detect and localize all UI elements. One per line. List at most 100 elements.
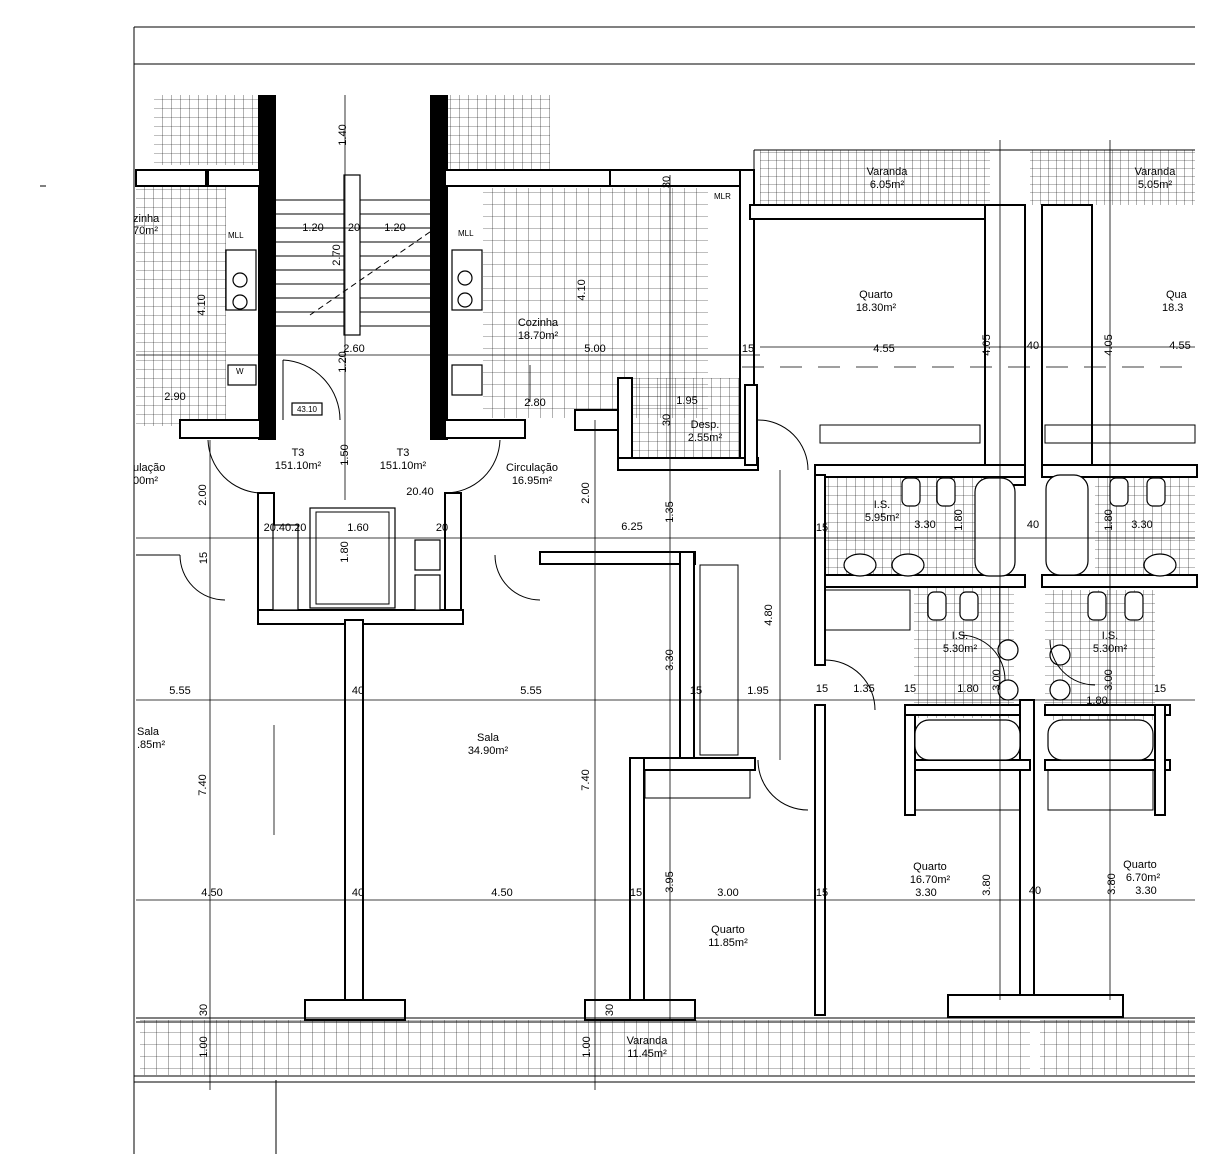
dim-label: 30 (198, 1004, 210, 1016)
dim-label: 3.30 (914, 519, 935, 531)
dim-label: 1.35 (853, 683, 874, 695)
dim-label: 5.00 (584, 343, 605, 355)
room-area-bedroom-small: 11.85m² (708, 937, 748, 949)
room-area-bedroom-top-2: 18.3 (1162, 302, 1183, 314)
room-name-circulation: Circulação (506, 462, 558, 474)
room-area-balcony-top-2: 5.05m² (1138, 179, 1173, 191)
dim-label: 4.10 (576, 279, 588, 300)
room-name-wc-3: I.S. (1102, 630, 1119, 642)
room-area-balcony-top-1: 6.05m² (870, 179, 905, 191)
room-name-t3-right: T3 (397, 447, 410, 459)
room-name-living: Sala (477, 732, 500, 744)
room-area-living: 34.90m² (468, 745, 509, 757)
room-name-wc-1: I.S. (874, 499, 891, 511)
dim-label: 15 (816, 683, 828, 695)
dim-label: 2.00 (580, 482, 592, 503)
dim-label: 1.00 (581, 1036, 593, 1057)
dim-label: 3.95 (664, 871, 676, 892)
dim-label: 4.55 (1169, 340, 1190, 352)
room-area-wc-1: 5.95m² (865, 512, 900, 524)
dim-label: 20.40 (406, 486, 434, 498)
fixtures (225, 249, 1196, 811)
dim-label: 40 (1027, 519, 1039, 531)
dim-label: 15 (630, 887, 642, 899)
room-name-balcony-top-1: Varanda (867, 166, 909, 178)
room-area-bedroom-right: 6.70m² (1126, 872, 1161, 884)
level-tag (291, 402, 323, 416)
dim-label: 40 (1027, 340, 1039, 352)
dim-label: 3.30 (915, 887, 936, 899)
room-name-bedroom-top-2: Qua (1166, 289, 1188, 301)
dim-label: 3.00 (991, 669, 1003, 690)
dim-label: 1.00 (198, 1036, 210, 1057)
dim-label: 30 (661, 176, 673, 188)
dim-label: 1.50 (339, 444, 351, 465)
dim-label: 1.95 (676, 395, 697, 407)
dimension-labels: 1.40 1.20 20 1.20 4.10 2.70 4.10 30 2.60… (164, 124, 1190, 1057)
room-name-bedroom-top-1: Quarto (859, 289, 893, 301)
room-name-balcony-top-2: Varanda (1135, 166, 1177, 178)
dim-label: 1.80 (339, 541, 351, 562)
room-area-wc-3: 5.30m² (1093, 643, 1128, 655)
room-area-storage: 2.55m² (688, 432, 723, 444)
room-name-balcony-bottom: Varanda (627, 1035, 669, 1047)
room-area-bedroom-top-1: 18.30m² (856, 302, 897, 314)
room-name-kitchen: Cozinha (518, 317, 559, 329)
room-area-wc-2: 5.30m² (943, 643, 978, 655)
room-labels: zinha 70m² Cozinha 18.70m² T3 151.10m² T… (133, 166, 1188, 1060)
dim-label: 3.80 (1106, 873, 1118, 894)
dim-label: 1.80 (1103, 509, 1115, 530)
dim-label: 1.20 (384, 222, 405, 234)
dim-label: 40 (352, 685, 364, 697)
dim-label: 3.30 (1131, 519, 1152, 531)
mll-label-center: MLL (458, 229, 474, 238)
fixture-labels: MLL MLL MLR W 43.10 (228, 192, 731, 416)
dim-label: 5.55 (520, 685, 541, 697)
room-area-circulation-left: 00m² (133, 475, 158, 487)
room-area-balcony-bottom: 11.45m² (627, 1048, 667, 1060)
mll-label-left: MLL (228, 231, 244, 240)
room-name-storage: Desp. (691, 419, 720, 431)
dim-label: 40 (352, 887, 364, 899)
room-area-t3-right: 151.10m² (380, 460, 427, 472)
dim-label: 40 (1029, 885, 1041, 897)
room-name-circulation-left: ulação (133, 462, 165, 474)
room-name-bedroom-small: Quarto (711, 924, 745, 936)
room-name-bedroom-mid: Quarto (913, 861, 947, 873)
dim-label: 20.40.20 (264, 522, 307, 534)
dim-label: 15 (690, 685, 702, 697)
dim-label: 2.80 (524, 397, 545, 409)
room-area-t3-left: 151.10m² (275, 460, 322, 472)
dim-label: 1.20 (302, 222, 323, 234)
walls (135, 95, 1198, 1023)
dim-label: 2.90 (164, 391, 185, 403)
dim-label: 3.30 (664, 649, 676, 670)
dim-label: 3.00 (717, 887, 738, 899)
dim-label: 2.70 (331, 244, 343, 265)
dim-label: 4.10 (196, 294, 208, 315)
dim-label: 30 (604, 1004, 616, 1016)
room-area-living-left: .85m² (137, 739, 165, 751)
washer-label: W (236, 367, 244, 376)
room-area-circulation: 16.95m² (512, 475, 553, 487)
dim-label: 1.95 (747, 685, 768, 697)
dim-label: 20 (348, 222, 360, 234)
dim-label: 20 (436, 522, 448, 534)
dim-label: 1.35 (664, 501, 676, 522)
dim-label: 15 (816, 887, 828, 899)
room-name-living-left: Sala (137, 726, 160, 738)
dim-label: 4.05 (981, 334, 993, 355)
lift-core (272, 507, 441, 611)
dim-label: 15 (198, 552, 210, 564)
room-name-wc-2: I.S. (952, 630, 969, 642)
dim-label: 7.40 (580, 769, 592, 790)
room-name-bedroom-right: Quarto (1123, 859, 1157, 871)
dim-label: 15 (1154, 683, 1166, 695)
dim-label: 30 (262, 343, 274, 355)
dim-label: 4.50 (201, 887, 222, 899)
room-area-kitchen: 18.70m² (518, 330, 559, 342)
sheet-frame (40, 26, 1195, 1154)
dim-label: 1.80 (1086, 695, 1107, 707)
mlr-label: MLR (714, 192, 731, 201)
